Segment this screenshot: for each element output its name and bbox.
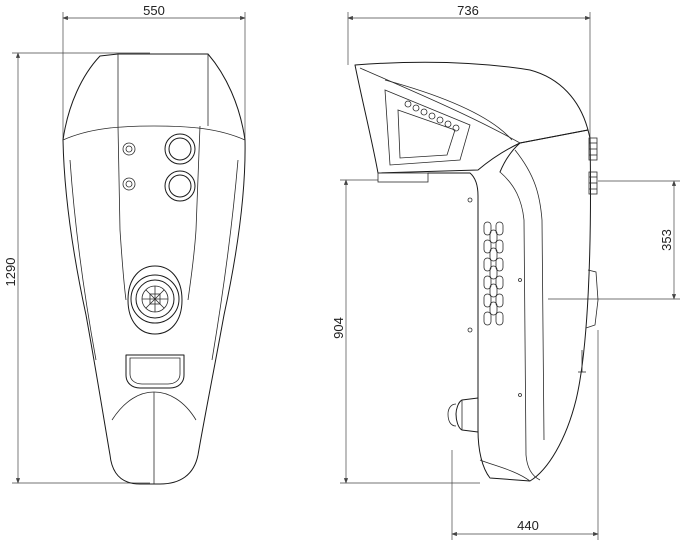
side-view: 736 904 353 440 bbox=[331, 3, 680, 540]
front-view: 550 1290 bbox=[3, 3, 246, 485]
side-hood bbox=[354, 61, 589, 174]
front-nozzle bbox=[127, 265, 183, 335]
hood-vent-slots bbox=[404, 100, 460, 132]
small-knob-icon bbox=[122, 142, 136, 156]
hood-tab bbox=[377, 172, 429, 183]
rear-vent-grid bbox=[483, 221, 504, 326]
side-nozzle bbox=[585, 269, 599, 329]
dim-front-height-label: 1290 bbox=[3, 258, 18, 287]
dim-front-width: 550 bbox=[62, 3, 246, 140]
dim-side-width-label: 736 bbox=[457, 3, 479, 18]
front-body-outline bbox=[62, 53, 246, 485]
dim-front-height: 1290 bbox=[3, 52, 150, 484]
dim-base-depth: 440 bbox=[451, 330, 599, 540]
dim-front-width-label: 550 bbox=[143, 3, 165, 18]
control-knob-icon bbox=[164, 133, 196, 165]
dim-side-width: 736 bbox=[347, 3, 591, 138]
drain-fitting-icon bbox=[447, 397, 479, 433]
side-body-outline bbox=[427, 129, 591, 482]
control-knob-icon bbox=[164, 170, 196, 202]
dim-side-height-label: 904 bbox=[331, 317, 346, 339]
front-pocket bbox=[125, 354, 185, 389]
side-knob-icon bbox=[588, 137, 598, 161]
dim-side-offset-label: 353 bbox=[659, 229, 674, 251]
side-knob-icon bbox=[588, 171, 598, 195]
dim-side-height: 904 bbox=[331, 179, 480, 484]
small-knob-icon bbox=[122, 177, 136, 191]
dim-base-depth-label: 440 bbox=[517, 518, 539, 533]
dim-side-offset: 353 bbox=[548, 180, 680, 300]
